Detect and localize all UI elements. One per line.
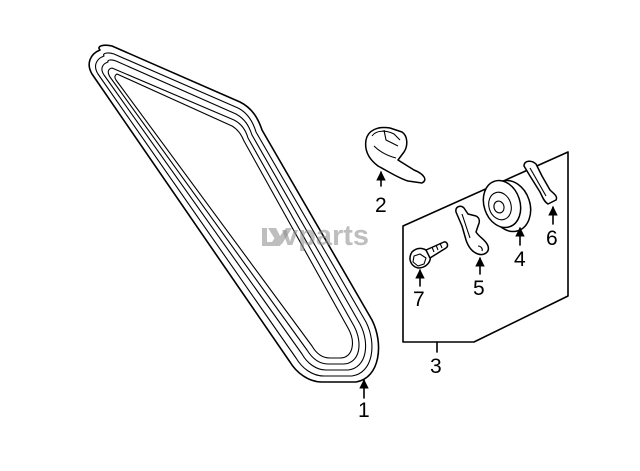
callout-5: 5	[473, 277, 485, 300]
tensioner-bracket-small	[523, 160, 558, 205]
serpentine-belt	[88, 44, 380, 383]
callout-2: 2	[375, 194, 387, 217]
assembly-box	[402, 151, 569, 343]
callout-7: 7	[413, 288, 425, 311]
lv-logo-icon	[262, 228, 292, 246]
callout-6: 6	[546, 227, 558, 250]
callout-4: 4	[514, 248, 526, 271]
callout-3: 3	[430, 355, 442, 378]
idler-pulley	[482, 179, 532, 233]
callout-1: 1	[358, 399, 370, 422]
callout-arrows	[359, 171, 558, 399]
bolt-part	[409, 241, 449, 269]
watermark: vparts	[262, 220, 369, 252]
watermark-text: vparts	[282, 220, 369, 252]
tensioner-arm	[455, 205, 490, 256]
tensioner-bracket	[364, 126, 426, 184]
